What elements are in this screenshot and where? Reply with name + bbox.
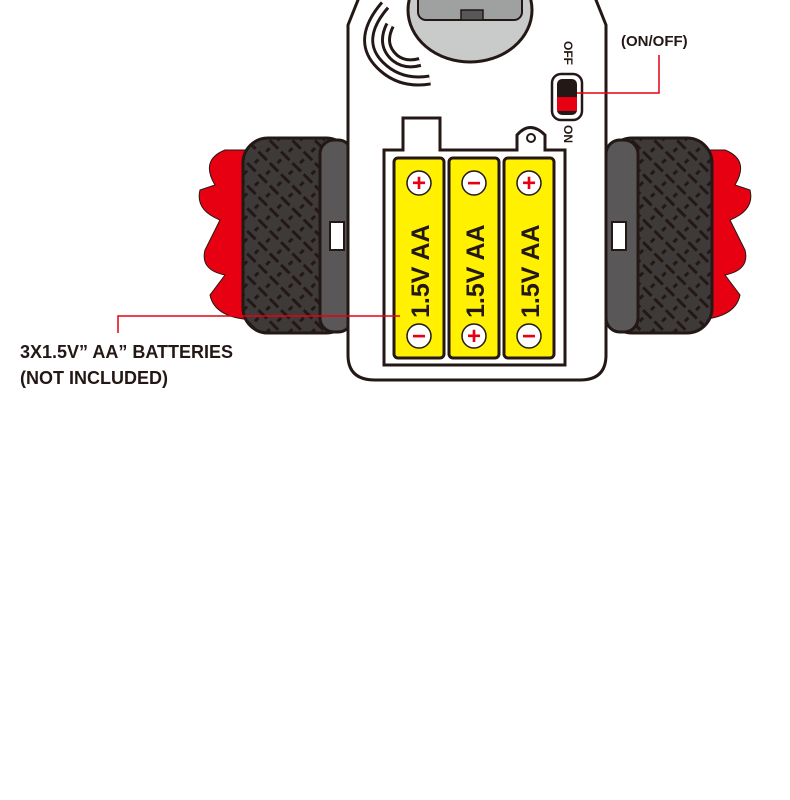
switch-callout-line <box>577 55 660 94</box>
left-wheel <box>198 136 354 335</box>
battery-1-label: 1.5V AA <box>407 224 435 318</box>
right-wheel <box>604 136 752 335</box>
battery-3-top-terminal: + <box>522 170 536 197</box>
switch-callout-label: (ON/OFF) <box>621 33 688 50</box>
caster-wheel <box>406 0 534 64</box>
battery-2-bottom-terminal: + <box>467 323 481 350</box>
battery-2: − 1.5V AA + <box>447 156 501 360</box>
battery-1-top-terminal: + <box>412 170 426 197</box>
sensor-arcs-icon <box>363 1 431 87</box>
power-switch[interactable] <box>550 72 584 122</box>
switch-off-label: OFF <box>561 41 575 65</box>
battery-callout-line <box>117 315 400 333</box>
battery-3-bottom-terminal: − <box>522 323 536 350</box>
battery-callout-line2: (NOT INCLUDED) <box>20 368 168 388</box>
battery-1-bottom-terminal: − <box>412 323 426 350</box>
battery-2-top-terminal: − <box>467 170 481 197</box>
switch-on-label: ON <box>561 125 575 143</box>
battery-3-label: 1.5V AA <box>517 224 545 318</box>
battery-callout-line1: 3X1.5V” AA” BATTERIES <box>20 342 233 362</box>
battery-1: + 1.5V AA − <box>392 156 446 360</box>
battery-3: + 1.5V AA − <box>502 156 556 360</box>
battery-2-label: 1.5V AA <box>462 224 490 318</box>
